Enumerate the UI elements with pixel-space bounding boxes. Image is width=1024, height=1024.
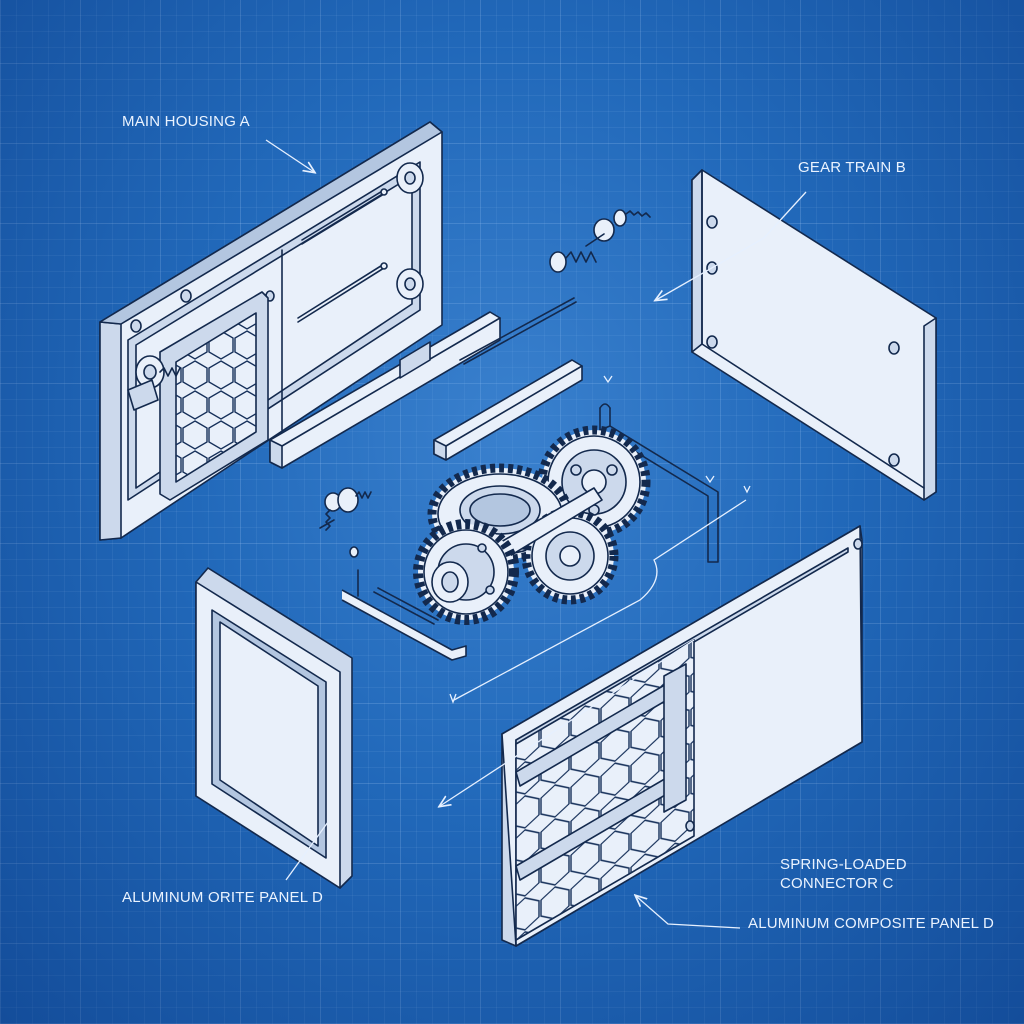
boss-middle bbox=[396, 268, 424, 300]
spring-connector-left bbox=[319, 487, 372, 531]
main-housing-part bbox=[99, 121, 443, 541]
lower-link bbox=[341, 546, 467, 661]
housing-rail bbox=[269, 311, 501, 469]
right-honeycomb-panel bbox=[501, 525, 863, 947]
panel-left-label: ALUMINUM ORITE PANEL D bbox=[122, 889, 324, 906]
spring-connector-label: SPRING-LOADED CONNECTOR C bbox=[780, 856, 907, 892]
left-panel bbox=[195, 567, 353, 889]
middle-bracket bbox=[433, 359, 583, 461]
annotation-lines bbox=[265, 139, 807, 929]
gear-front bbox=[413, 519, 519, 625]
housing-spring-screw bbox=[135, 355, 181, 389]
panel-right-label: ALUMINUM COMPOSITE PANEL D bbox=[748, 915, 995, 932]
gear-train-label: GEAR TRAIN B bbox=[798, 159, 906, 176]
spring-connector-top bbox=[549, 209, 651, 273]
main-housing-label: MAIN HOUSING A bbox=[122, 113, 250, 130]
right-plate bbox=[691, 169, 937, 501]
gear-train-assembly bbox=[413, 425, 651, 625]
boss-top bbox=[396, 162, 424, 194]
